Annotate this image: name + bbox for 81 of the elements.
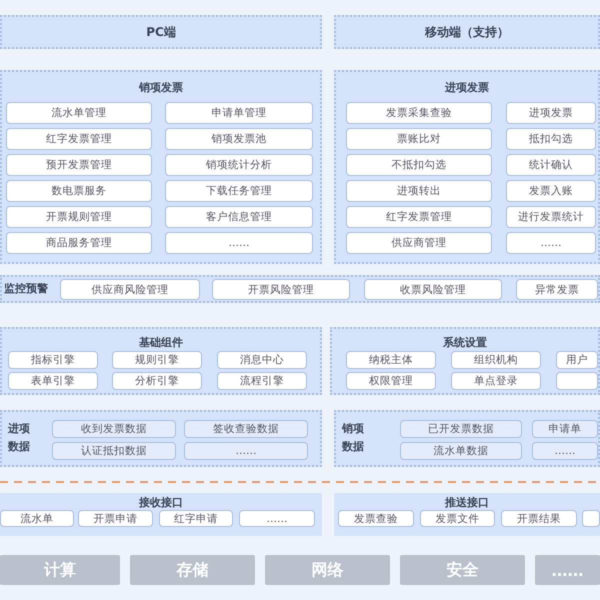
section-panel [330,327,600,395]
module-box: 异常发票 [516,279,598,300]
module-box: 下载任务管理 [165,180,313,202]
module-box: 规则引擎 [112,351,202,369]
module-box: 纳税主体 [346,351,436,369]
section-panel [334,410,600,467]
module-box [556,372,598,390]
module-box: 票账比对 [346,128,492,150]
section-title: 推送接口 [444,495,490,510]
infrastructure-block: 网络 [265,555,390,585]
module-box: 流水单管理 [6,102,152,124]
infrastructure-block: 计算 [0,555,120,585]
infrastructure-block: 安全 [400,555,525,585]
module-box: 流程引擎 [217,372,307,390]
module-box: 开票申请 [78,510,153,527]
section-label: 进项数据 [8,421,31,455]
module-box: 进项发票 [506,102,596,124]
module-box: 开票结果 [501,510,577,527]
module-box: 进项转出 [346,180,492,202]
module-box: 流水单数据 [400,442,522,460]
module-box: 分析引擎 [112,372,202,390]
section-panel [334,70,600,264]
section-title: 系统设置 [442,335,488,350]
module-box: …… [184,442,308,460]
module-box: 收票风险管理 [364,279,502,300]
module-box: 认证抵扣数据 [52,442,176,460]
module-box: 单点登录 [451,372,541,390]
module-box: 进行发票统计 [506,206,596,228]
module-box: 申请单管理 [165,102,313,124]
section-title: 基础组件 [138,335,184,350]
module-box: 发票查验 [338,510,414,527]
section-label: 销项数据 [342,421,365,455]
module-box: 组织机构 [451,351,541,369]
section-title: 销项发票 [138,80,184,95]
module-box: 销项统计分析 [165,154,313,176]
client-band: PC端 [0,15,322,49]
section-title: 进项发票 [444,80,490,95]
section-panel [0,70,322,264]
module-box: 红字发票管理 [346,206,492,228]
module-box: …… [506,232,596,254]
monitor-band [0,275,600,303]
module-box: 不抵扣勾选 [346,154,492,176]
module-box: 数电票服务 [6,180,152,202]
module-box: 流水单 [0,510,74,527]
section-panel [0,493,322,536]
module-box: 销项发票池 [165,128,313,150]
module-box: 供应商管理 [346,232,492,254]
module-box: 开票规则管理 [6,206,152,228]
module-box: 统计确认 [506,154,596,176]
module-box: 收到发票数据 [52,420,176,438]
section-title: 接收接口 [138,495,184,510]
module-box: 客户信息管理 [165,206,313,228]
module-box: 签收查验数据 [184,420,308,438]
module-box: 表单引擎 [8,372,98,390]
module-box: 红字申请 [159,510,233,527]
module-box: 发票文件 [420,510,495,527]
module-box: 红字发票管理 [6,128,152,150]
module-box: …… [165,232,313,254]
module-box: 指标引擎 [8,351,98,369]
client-band: 移动端（支持） [334,15,600,49]
module-box: …… [239,510,315,527]
module-box: 抵扣勾选 [506,128,596,150]
section-panel [334,493,600,536]
section-label: 监控预警 [4,281,48,297]
module-box: 发票入账 [506,180,596,202]
section-panel [0,410,322,467]
module-box: 发票采集查验 [346,102,492,124]
module-box: 已开发票数据 [400,420,522,438]
module-box: 用户 [556,351,598,369]
infrastructure-block: 存储 [130,555,255,585]
module-box: 供应商风险管理 [60,279,200,300]
module-box: 商品服务管理 [6,232,152,254]
module-box: 权限管理 [346,372,436,390]
module-box: …… [532,442,598,460]
module-box: 消息中心 [217,351,307,369]
module-box: 预开发票管理 [6,154,152,176]
module-box: 申请单 [532,420,598,438]
infrastructure-block: …… [535,555,600,585]
module-box: 开票风险管理 [212,279,350,300]
module-box [582,510,600,527]
section-panel [0,327,322,395]
